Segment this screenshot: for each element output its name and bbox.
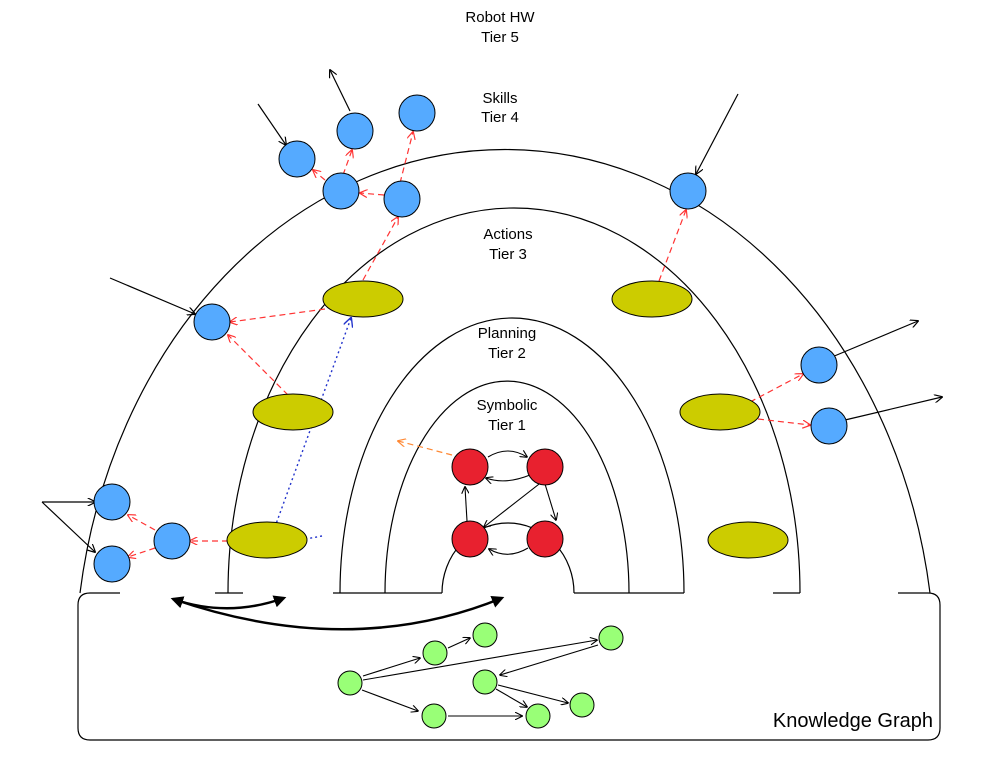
- skill-node: [398, 94, 436, 132]
- ring-tier5: [79, 148, 931, 594]
- skill-node: [193, 303, 231, 341]
- knowledge-graph-label: Knowledge Graph: [773, 710, 933, 732]
- tier5-tier: Tier 5: [481, 29, 519, 46]
- symbolic-node: [526, 448, 564, 486]
- tier4-tier: Tier 4: [481, 109, 519, 126]
- skill-nodes: [93, 94, 848, 583]
- tier3-name: Actions: [483, 226, 532, 243]
- kg-bold-arrows: [170, 595, 505, 631]
- skill-node: [336, 112, 374, 150]
- skill-node: [383, 180, 421, 218]
- skill-node: [800, 346, 838, 384]
- kg-node: [472, 669, 498, 695]
- action-node: [611, 280, 693, 318]
- symbolic-node: [451, 448, 489, 486]
- ring-tier2: [384, 380, 630, 594]
- skill-node: [278, 140, 316, 178]
- skill-node: [93, 545, 131, 583]
- action-node: [252, 393, 334, 431]
- action-node: [679, 393, 761, 431]
- kg-node: [337, 670, 363, 696]
- symbolic-nodes: [451, 448, 564, 558]
- knowledge-graph-box: [77, 592, 941, 741]
- skill-node: [153, 522, 191, 560]
- ring-tier1: [441, 522, 575, 594]
- tier4-name: Skills: [482, 90, 517, 107]
- orange-dashed-arrow: [398, 441, 453, 456]
- skill-node: [322, 172, 360, 210]
- tier1-name: Symbolic: [477, 397, 538, 414]
- kg-nodes: [337, 622, 624, 729]
- action-nodes: [226, 280, 789, 559]
- kg-node: [569, 692, 595, 718]
- tier1-tier: Tier 1: [488, 417, 526, 434]
- tier5-name: Robot HW: [465, 9, 535, 26]
- symbolic-arrows: [465, 451, 556, 554]
- kg-node: [472, 622, 498, 648]
- action-node: [707, 521, 789, 559]
- action-skill-arrows: [128, 132, 810, 557]
- kg-edges: [361, 638, 598, 716]
- action-node: [226, 521, 308, 559]
- symbolic-node: [451, 520, 489, 558]
- tier2-tier: Tier 2: [488, 345, 526, 362]
- ring-tier3: [339, 317, 685, 594]
- tier2-name: Planning: [478, 325, 536, 342]
- action-node: [322, 280, 404, 318]
- skill-node: [669, 172, 707, 210]
- tier3-tier: Tier 3: [489, 246, 527, 263]
- blue-dotted-arrow: [266, 318, 351, 547]
- symbolic-node: [526, 520, 564, 558]
- kg-node: [421, 703, 447, 729]
- kg-node: [422, 640, 448, 666]
- skill-node: [810, 407, 848, 445]
- kg-node: [598, 625, 624, 651]
- kg-node: [525, 703, 551, 729]
- skill-node: [93, 483, 131, 521]
- hw-arrows: [41, 70, 942, 552]
